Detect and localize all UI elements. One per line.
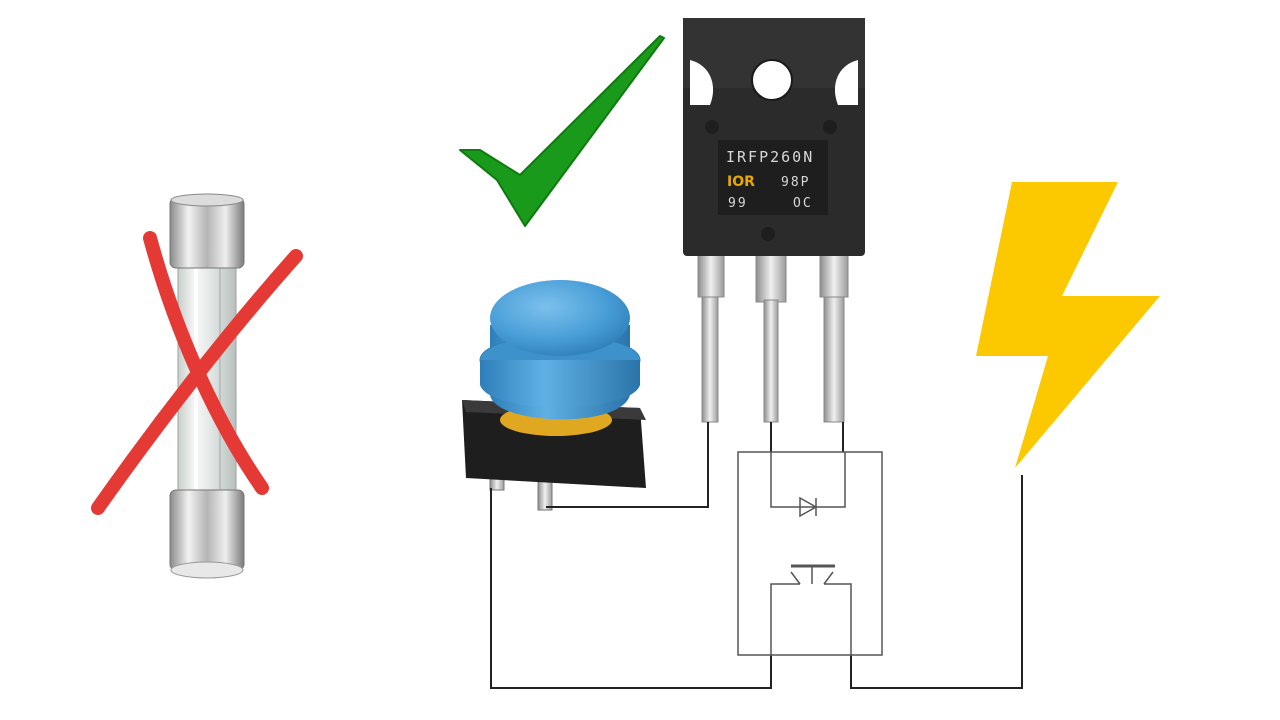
tactile-push-button <box>462 280 646 511</box>
mosfet-code-line-2-right: OC <box>793 196 813 211</box>
circuit-wires <box>490 422 1023 689</box>
red-cross-icon <box>91 231 303 515</box>
body-diode-icon <box>799 496 818 518</box>
fuse-bottom-cap <box>169 489 245 571</box>
mosfet-logo: IOR <box>727 174 755 190</box>
green-checkmark-icon <box>459 35 665 227</box>
mosfet-transistor: IRFP260N IOR 98P 99 OC <box>683 18 865 423</box>
fuse-top-cap <box>169 197 245 269</box>
mosfet-part-number: IRFP260N <box>726 148 814 166</box>
mosfet-code-line-1: 98P <box>781 175 810 190</box>
lightning-bolt-icon <box>976 182 1160 468</box>
mosfet-code-line-2-left: 99 <box>728 196 748 211</box>
mosfet-schematic-symbol <box>737 451 883 656</box>
glass-fuse <box>169 193 245 579</box>
